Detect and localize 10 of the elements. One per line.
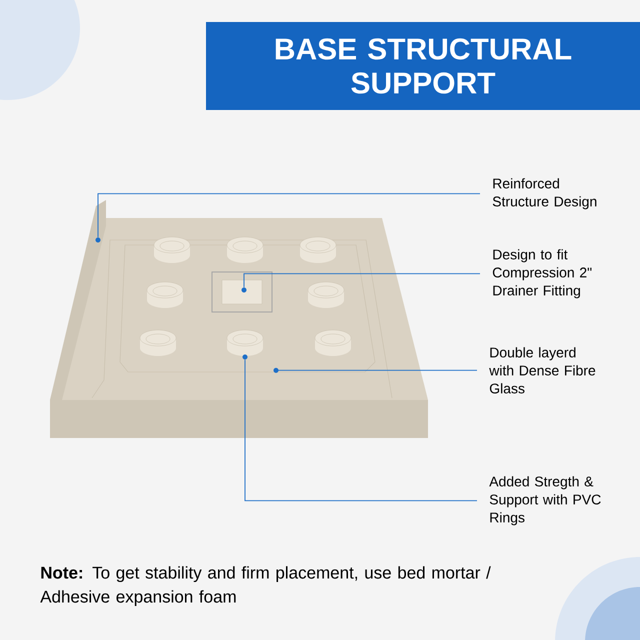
- leader-line: [276, 370, 478, 371]
- callout-text: Added Stregth & Support with PVC Rings: [489, 476, 601, 526]
- callout-text: Reinforced Structure Design: [492, 178, 596, 210]
- callout-text: Double layerd with Dense Fibre Glass: [489, 347, 596, 394]
- leader-line: [244, 359, 478, 502]
- note-text: Note: To get stability and firm placement, use bed mortar / Adhesive expansion foam: [40, 566, 491, 606]
- title-banner: BASE STRUCTURAL SUPPORT: [206, 22, 640, 110]
- leader-line: [98, 193, 480, 238]
- leader-line: [244, 273, 480, 288]
- callout-text: Design to fit Compression 2" Drainer Fitting: [492, 249, 592, 298]
